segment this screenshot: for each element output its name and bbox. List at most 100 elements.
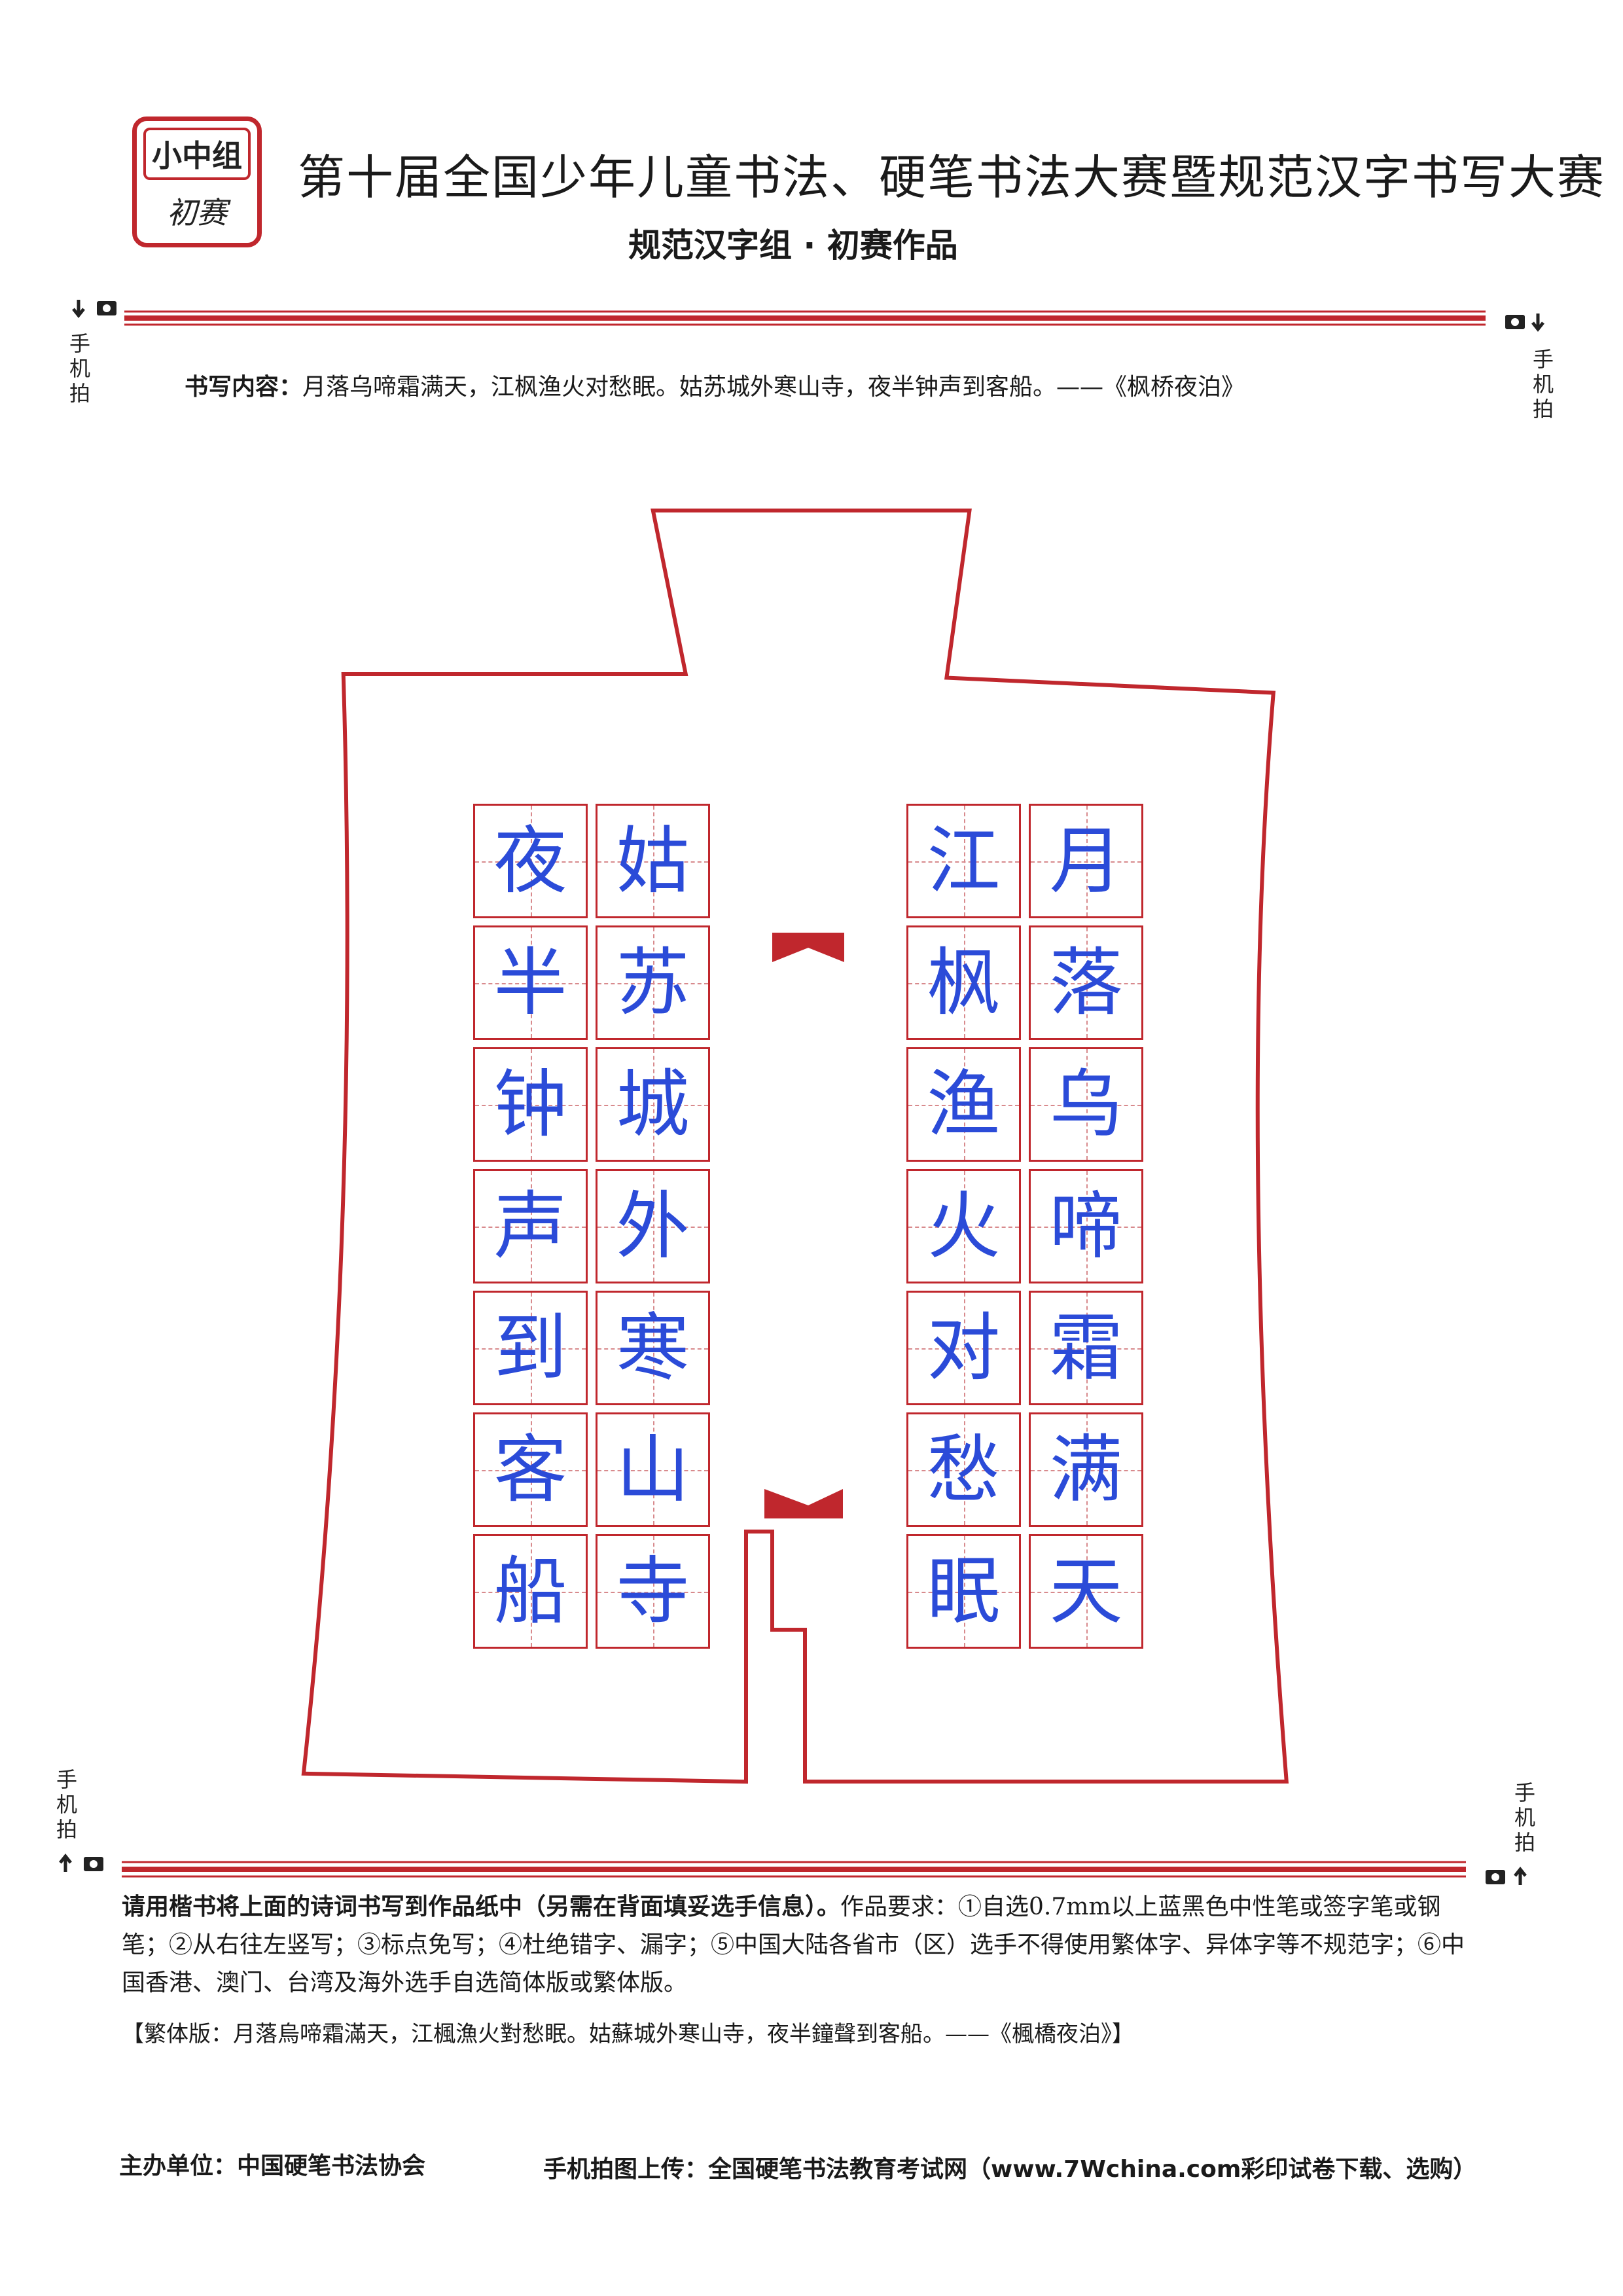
grid-guide-v [963, 806, 965, 916]
grid-cell: 客 [473, 1412, 588, 1527]
handwritten-character: 船 [493, 1549, 567, 1634]
handwritten-character: 愁 [927, 1427, 1001, 1513]
instructions-lead: 请用楷书将上面的诗词书写到作品纸中（另需在背面填妥选手信息）。 [122, 1893, 841, 1920]
grid-cell: 霜 [1029, 1291, 1143, 1405]
grid-cell: 天 [1029, 1534, 1143, 1649]
grid-guide-v [1086, 1414, 1088, 1525]
handwritten-character: 渔 [927, 1062, 1001, 1147]
grid-guide-v [1086, 806, 1088, 916]
bottom-ornament [764, 1489, 843, 1518]
grid-guide-v [530, 1536, 532, 1647]
arrow-down-icon-tr [1531, 314, 1544, 332]
handwritten-character: 江 [927, 818, 1001, 904]
grid-cell: 半 [473, 925, 588, 1040]
side-label-tl: 手机拍 [69, 331, 90, 406]
grid-guide-v [652, 1414, 654, 1525]
grid-guide-v [963, 1536, 965, 1647]
grid-guide-v [530, 1171, 532, 1282]
grid-guide-v [652, 1536, 654, 1647]
grid-cell: 姑 [596, 804, 710, 918]
handwritten-character: 客 [493, 1427, 567, 1513]
handwritten-character: 声 [493, 1183, 567, 1269]
handwritten-character: 对 [927, 1305, 1001, 1391]
camera-icon-bl [84, 1857, 103, 1871]
grid-cell: 寺 [596, 1534, 710, 1649]
grid-guide-v [652, 1293, 654, 1403]
grid-cell: 寒 [596, 1291, 710, 1405]
handwritten-character: 外 [616, 1183, 690, 1269]
handwritten-character: 落 [1049, 940, 1123, 1026]
grid-cell: 乌 [1029, 1047, 1143, 1162]
grid-guide-v [963, 1171, 965, 1282]
handwritten-character: 半 [493, 940, 567, 1026]
page-subtitle: 规范汉字组 · 初赛作品 [628, 226, 958, 264]
grid-guide-v [1086, 1171, 1088, 1282]
grid-cell: 落 [1029, 925, 1143, 1040]
grid-cell: 满 [1029, 1412, 1143, 1527]
side-label-bl: 手机拍 [56, 1767, 77, 1842]
grid-guide-v [530, 1414, 532, 1525]
grid-cell: 苏 [596, 925, 710, 1040]
badge-stage-label: 初赛 [167, 195, 227, 230]
handwritten-character: 天 [1049, 1549, 1123, 1634]
handwritten-character: 枫 [927, 940, 1001, 1026]
grid-cell: 月 [1029, 804, 1143, 918]
group-badge: 小中组 初赛 [132, 117, 262, 247]
handwritten-character: 钟 [493, 1062, 567, 1147]
grid-cell: 江 [906, 804, 1021, 918]
organizer: 主办单位：中国硬笔书法协会 [119, 2153, 426, 2179]
camera-icon-tl [97, 301, 116, 315]
handwritten-character: 火 [927, 1183, 1001, 1269]
handwritten-character: 乌 [1049, 1062, 1123, 1147]
page-title: 第十届全国少年儿童书法、硬笔书法大赛暨规范汉字书写大赛 [298, 150, 1606, 205]
handwritten-character: 夜 [493, 818, 567, 904]
grid-cell: 到 [473, 1291, 588, 1405]
grid-cell: 夜 [473, 804, 588, 918]
handwritten-character: 啼 [1049, 1183, 1123, 1269]
grid-cell: 枫 [906, 925, 1021, 1040]
grid-cell: 外 [596, 1169, 710, 1283]
arrow-down-icon-tl [72, 300, 85, 319]
writing-content-label: 书写内容： [185, 374, 303, 401]
badge-group-label: 小中组 [143, 128, 251, 180]
grid-cell: 船 [473, 1534, 588, 1649]
grid-cell: 对 [906, 1291, 1021, 1405]
grid-guide-v [530, 927, 532, 1038]
grid-cell: 山 [596, 1412, 710, 1527]
handwritten-character: 眠 [927, 1549, 1001, 1634]
arrow-up-icon-bl [59, 1853, 72, 1872]
grid-cell: 声 [473, 1169, 588, 1283]
writing-content-text: 月落乌啼霜满天，江枫渔火对愁眠。姑苏城外寒山寺，夜半钟声到客船。——《枫桥夜泊》 [302, 374, 1245, 401]
handwritten-character: 月 [1049, 818, 1123, 904]
writing-content: 书写内容：月落乌啼霜满天，江枫渔火对愁眠。姑苏城外寒山寺，夜半钟声到客船。——《… [185, 368, 1245, 402]
camera-icon-br [1486, 1870, 1505, 1884]
side-label-tr: 手机拍 [1532, 347, 1554, 422]
handwritten-character: 城 [616, 1062, 690, 1147]
side-label-br: 手机拍 [1514, 1780, 1535, 1855]
instructions: 请用楷书将上面的诗词书写到作品纸中（另需在背面填妥选手信息）。作品要求：①自选0… [122, 1888, 1483, 2002]
grid-guide-v [1086, 1536, 1088, 1647]
grid-guide-v [963, 1414, 965, 1525]
grid-cell: 愁 [906, 1412, 1021, 1527]
traditional-version: 【繁体版：月落烏啼霜滿天，江楓漁火對愁眠。姑蘇城外寒山寺，夜半鐘聲到客船。——《… [122, 2021, 1134, 2047]
grid-cell: 啼 [1029, 1169, 1143, 1283]
grid-guide-v [652, 1049, 654, 1160]
grid-guide-v [1086, 1049, 1088, 1160]
instructions-requirements: 作品要求：①自选0.7mm以上蓝黑色中性笔或签字笔或钢笔；②从右往左竖写；③标点… [122, 1893, 1465, 1996]
grid-guide-v [963, 1049, 965, 1160]
handwritten-character: 满 [1049, 1427, 1123, 1513]
grid-guide-v [652, 1171, 654, 1282]
handwritten-character: 霜 [1049, 1305, 1123, 1391]
grid-guide-v [1086, 1293, 1088, 1403]
handwritten-character: 到 [493, 1305, 567, 1391]
grid-guide-v [530, 1049, 532, 1160]
handwritten-character: 姑 [616, 818, 690, 904]
handwritten-character: 山 [616, 1427, 690, 1513]
handwritten-character: 寺 [616, 1549, 690, 1634]
grid-guide-v [652, 806, 654, 916]
grid-guide-v [530, 806, 532, 916]
handwritten-character: 寒 [616, 1305, 690, 1391]
arrow-up-icon-br [1514, 1866, 1527, 1885]
grid-cell: 钟 [473, 1047, 588, 1162]
